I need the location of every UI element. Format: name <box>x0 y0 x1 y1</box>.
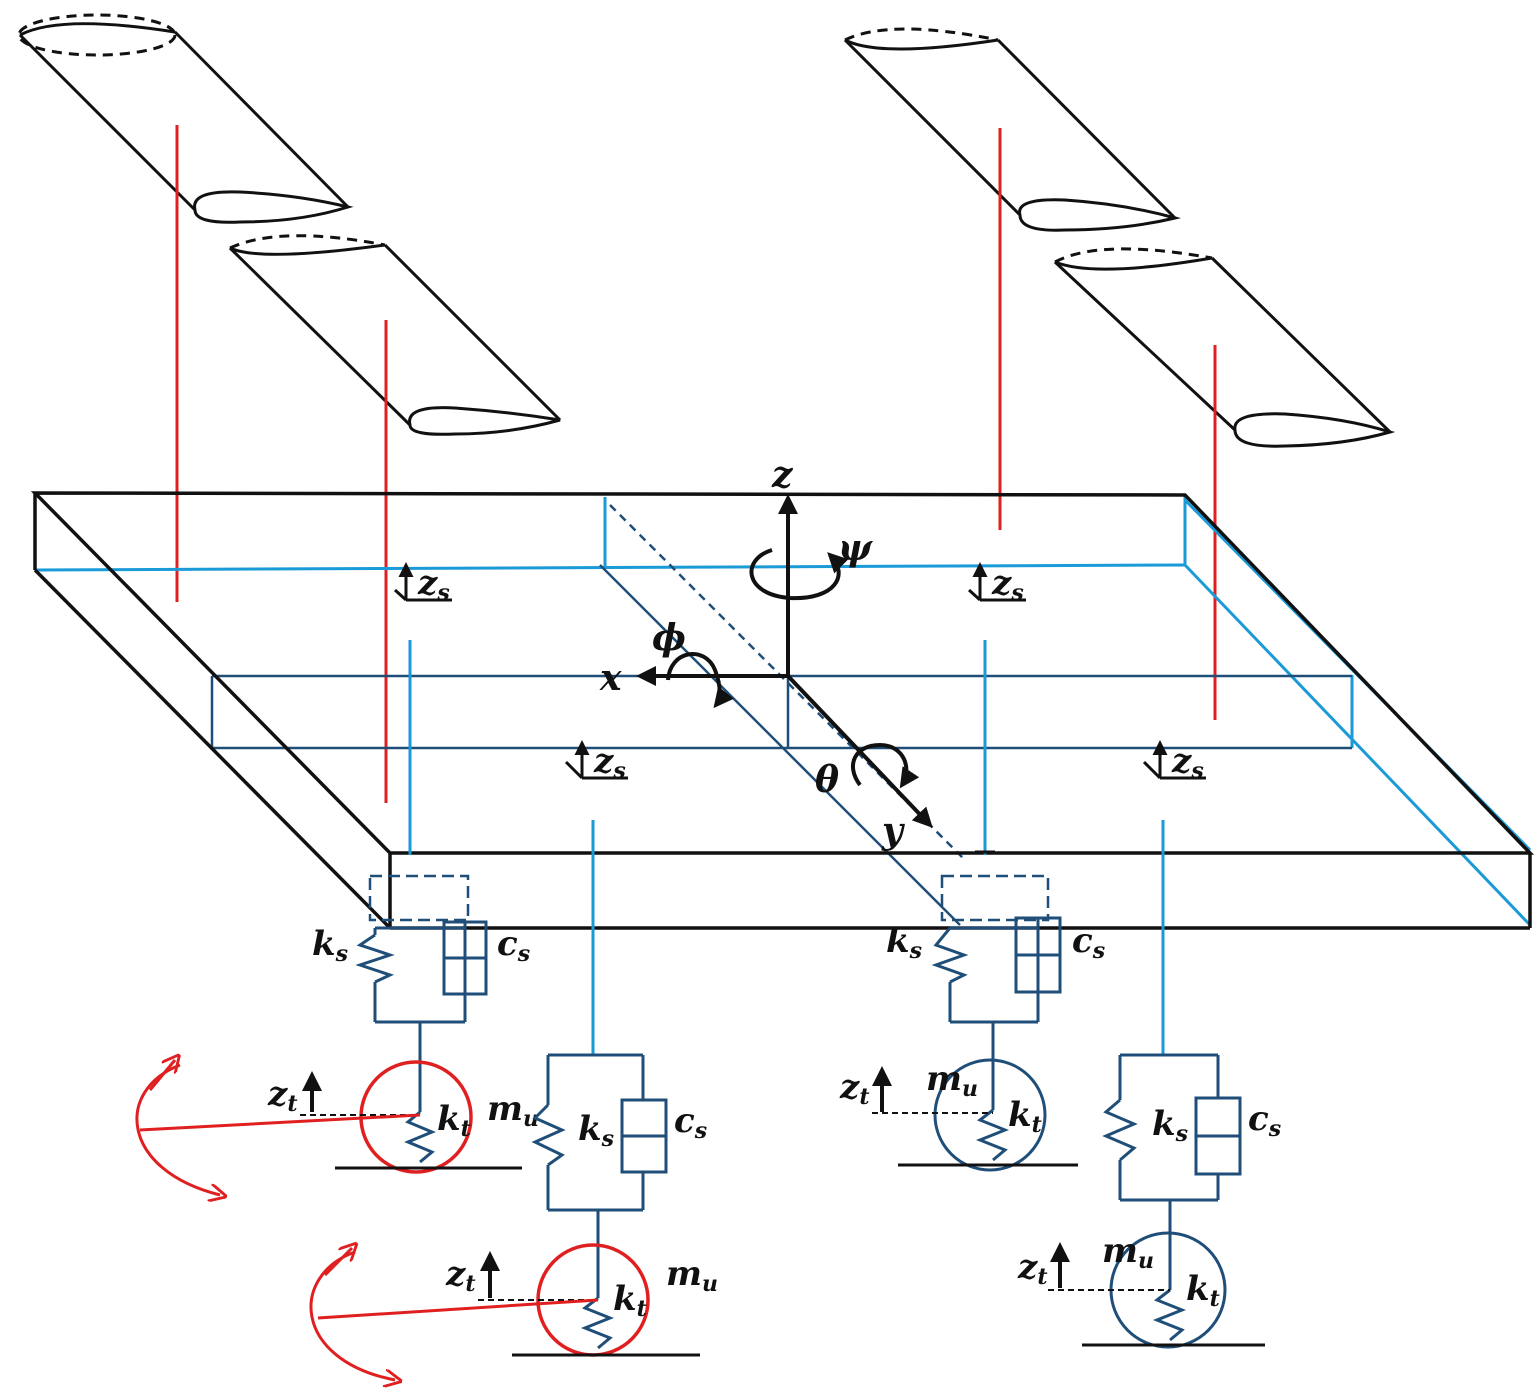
theta-rotation-arrow <box>850 742 920 789</box>
mu-label-rear-left: mu <box>666 1254 718 1297</box>
chassis-hidden-edges <box>34 495 1532 927</box>
mu-label-rear-right: mu <box>1102 1231 1154 1274</box>
wing-rear-right <box>1053 247 1396 448</box>
wing-rear-left <box>228 234 562 436</box>
kt-label-rear-left: kt <box>613 1279 647 1322</box>
phi-label: ϕ <box>652 617 686 659</box>
ks-label-front-left: ks <box>312 924 348 967</box>
psi-rotation-arrow <box>749 548 849 601</box>
cs-label-front-left: cs <box>497 924 530 967</box>
z-axis-label: z <box>771 454 794 496</box>
mu-label-front-right: mu <box>926 1059 978 1102</box>
zs-label-rear-right: zs <box>1171 741 1204 784</box>
ks-label-front-right: ks <box>886 921 922 964</box>
zs-label-front-right: zs <box>991 563 1024 606</box>
ks-label-rear-left: ks <box>578 1109 614 1152</box>
zt-label-front-left: zt <box>267 1074 297 1117</box>
y-axis-label: y <box>881 810 905 852</box>
zt-label-rear-left: zt <box>445 1254 475 1297</box>
suspension-front-right <box>872 640 1078 1172</box>
kt-label-front-right: kt <box>1008 1095 1042 1138</box>
cs-label-rear-right: cs <box>1248 1099 1281 1142</box>
suspension-rear-left <box>309 820 700 1380</box>
chassis-outline <box>30 491 1535 930</box>
coordinate-axes <box>636 494 933 828</box>
kt-label-rear-right: kt <box>1186 1269 1220 1312</box>
mu-label-front-left: mu <box>487 1089 539 1132</box>
wing-struts <box>175 125 1217 803</box>
phi-rotation-arrow <box>666 652 734 709</box>
x-axis-label: x <box>599 657 622 699</box>
zs-markers <box>393 562 1206 780</box>
zs-label-rear-left: zs <box>593 741 626 784</box>
wing-front-right <box>843 27 1181 232</box>
psi-label: ψ <box>838 527 873 569</box>
theta-label: θ <box>815 759 839 801</box>
kt-label-front-left: kt <box>437 1099 471 1142</box>
suspension-rear-right <box>1048 820 1265 1349</box>
zt-label-front-right: zt <box>839 1067 869 1110</box>
zt-label-rear-right: zt <box>1017 1247 1047 1290</box>
ks-label-rear-right: ks <box>1152 1104 1188 1147</box>
wing-front-left <box>17 13 354 224</box>
cs-label-rear-left: cs <box>674 1101 707 1144</box>
cs-label-front-right: cs <box>1072 921 1105 964</box>
zs-label-front-left: zs <box>417 563 450 606</box>
suspension-front-left <box>135 640 522 1195</box>
